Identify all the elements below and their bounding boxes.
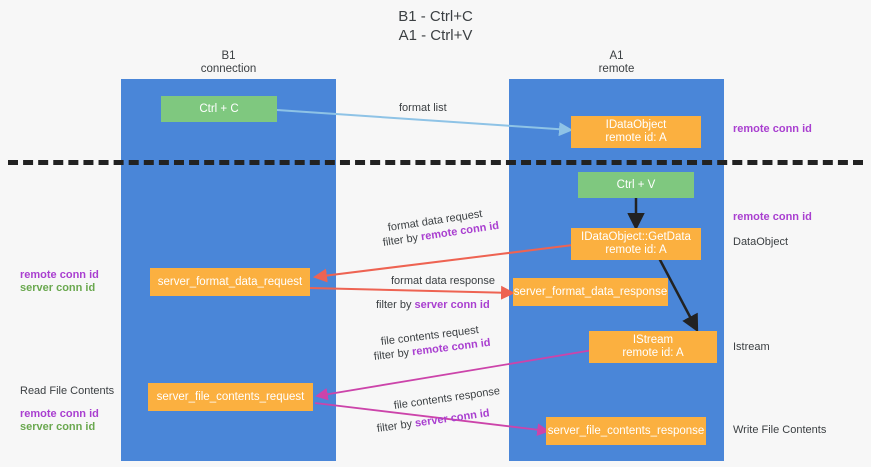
annotation-remote-conn-id-mid: remote conn id [733,211,812,223]
annotation-left-server-conn-id-bottom: server conn id [20,421,96,433]
box-idataobject-subtitle: remote id: A [605,132,667,144]
lane-header-b1: B1 connection [121,50,336,76]
annotation-left-remote-conn-id-mid: remote conn id [20,269,99,281]
filter-prefix: filter by [373,346,413,363]
box-getdata-title: IDataObject::GetData [581,231,691,243]
annotation-remote-conn-id-top: remote conn id [733,123,812,135]
filter-prefix: filter by [376,299,415,311]
edge-format-data-response [309,285,515,300]
annotation-read-file-contents: Read File Contents [20,385,115,397]
box-idataobject-getdata[interactable]: IDataObject::GetData remote id: A [571,228,701,260]
annotation-left-remote-conn-id-bottom: remote conn id [20,408,99,420]
lane-header-a1-role: remote [598,63,635,75]
box-getdata-subtitle: remote id: A [605,244,667,256]
box-server-format-data-request-label: server_format_data_request [157,275,303,288]
box-server-format-data-response[interactable]: server_format_data_response [513,278,668,306]
box-server-file-contents-request[interactable]: server_file_contents_request [148,383,313,411]
page-title: B1 - Ctrl+C A1 - Ctrl+V [0,7,871,45]
lane-header-a1-name: A1 [609,50,624,62]
box-ctrl-c[interactable]: Ctrl + C [161,96,277,122]
annotation-dataobject: DataObject [733,236,789,248]
lane-header-a1: A1 remote [509,50,724,76]
edge-label-format-list: format list [399,102,447,114]
edge-label-format-data-response: format data response [391,275,495,287]
annotation-istream: Istream [733,341,770,353]
filter-prefix: filter by [376,417,416,435]
title-line-1: B1 - Ctrl+C [398,8,473,25]
filter-key-server-conn-id: server conn id [414,407,491,430]
edge-label-file-contents-response-filter: filter by server conn id [376,407,490,436]
box-idataobject-title: IDataObject [605,119,667,131]
box-istream[interactable]: IStream remote id: A [589,331,717,363]
box-ctrl-c-label: Ctrl + C [199,102,239,115]
box-server-format-data-request[interactable]: server_format_data_request [150,268,310,296]
edge-label-format-data-response-filter: filter by server conn id [376,299,490,312]
box-server-file-contents-response[interactable]: server_file_contents_response [546,417,706,445]
annotation-left-server-conn-id-mid: server conn id [20,282,96,294]
box-server-format-data-response-label: server_format_data_response [513,285,668,298]
box-istream-title: IStream [632,334,674,346]
box-ctrl-v-label: Ctrl + V [616,178,656,191]
lane-header-b1-name: B1 [221,50,236,62]
box-ctrl-v[interactable]: Ctrl + V [578,172,694,198]
lane-header-b1-role: connection [200,63,257,75]
box-idataobject[interactable]: IDataObject remote id: A [571,116,701,148]
phase-divider [8,160,863,165]
box-istream-subtitle: remote id: A [622,347,684,359]
filter-key-server-conn-id: server conn id [414,299,490,311]
annotation-write-file-contents: Write File Contents [733,424,827,436]
box-server-file-contents-request-label: server_file_contents_request [156,390,305,403]
title-line-2: A1 - Ctrl+V [398,27,473,44]
box-server-file-contents-response-label: server_file_contents_response [547,424,705,437]
